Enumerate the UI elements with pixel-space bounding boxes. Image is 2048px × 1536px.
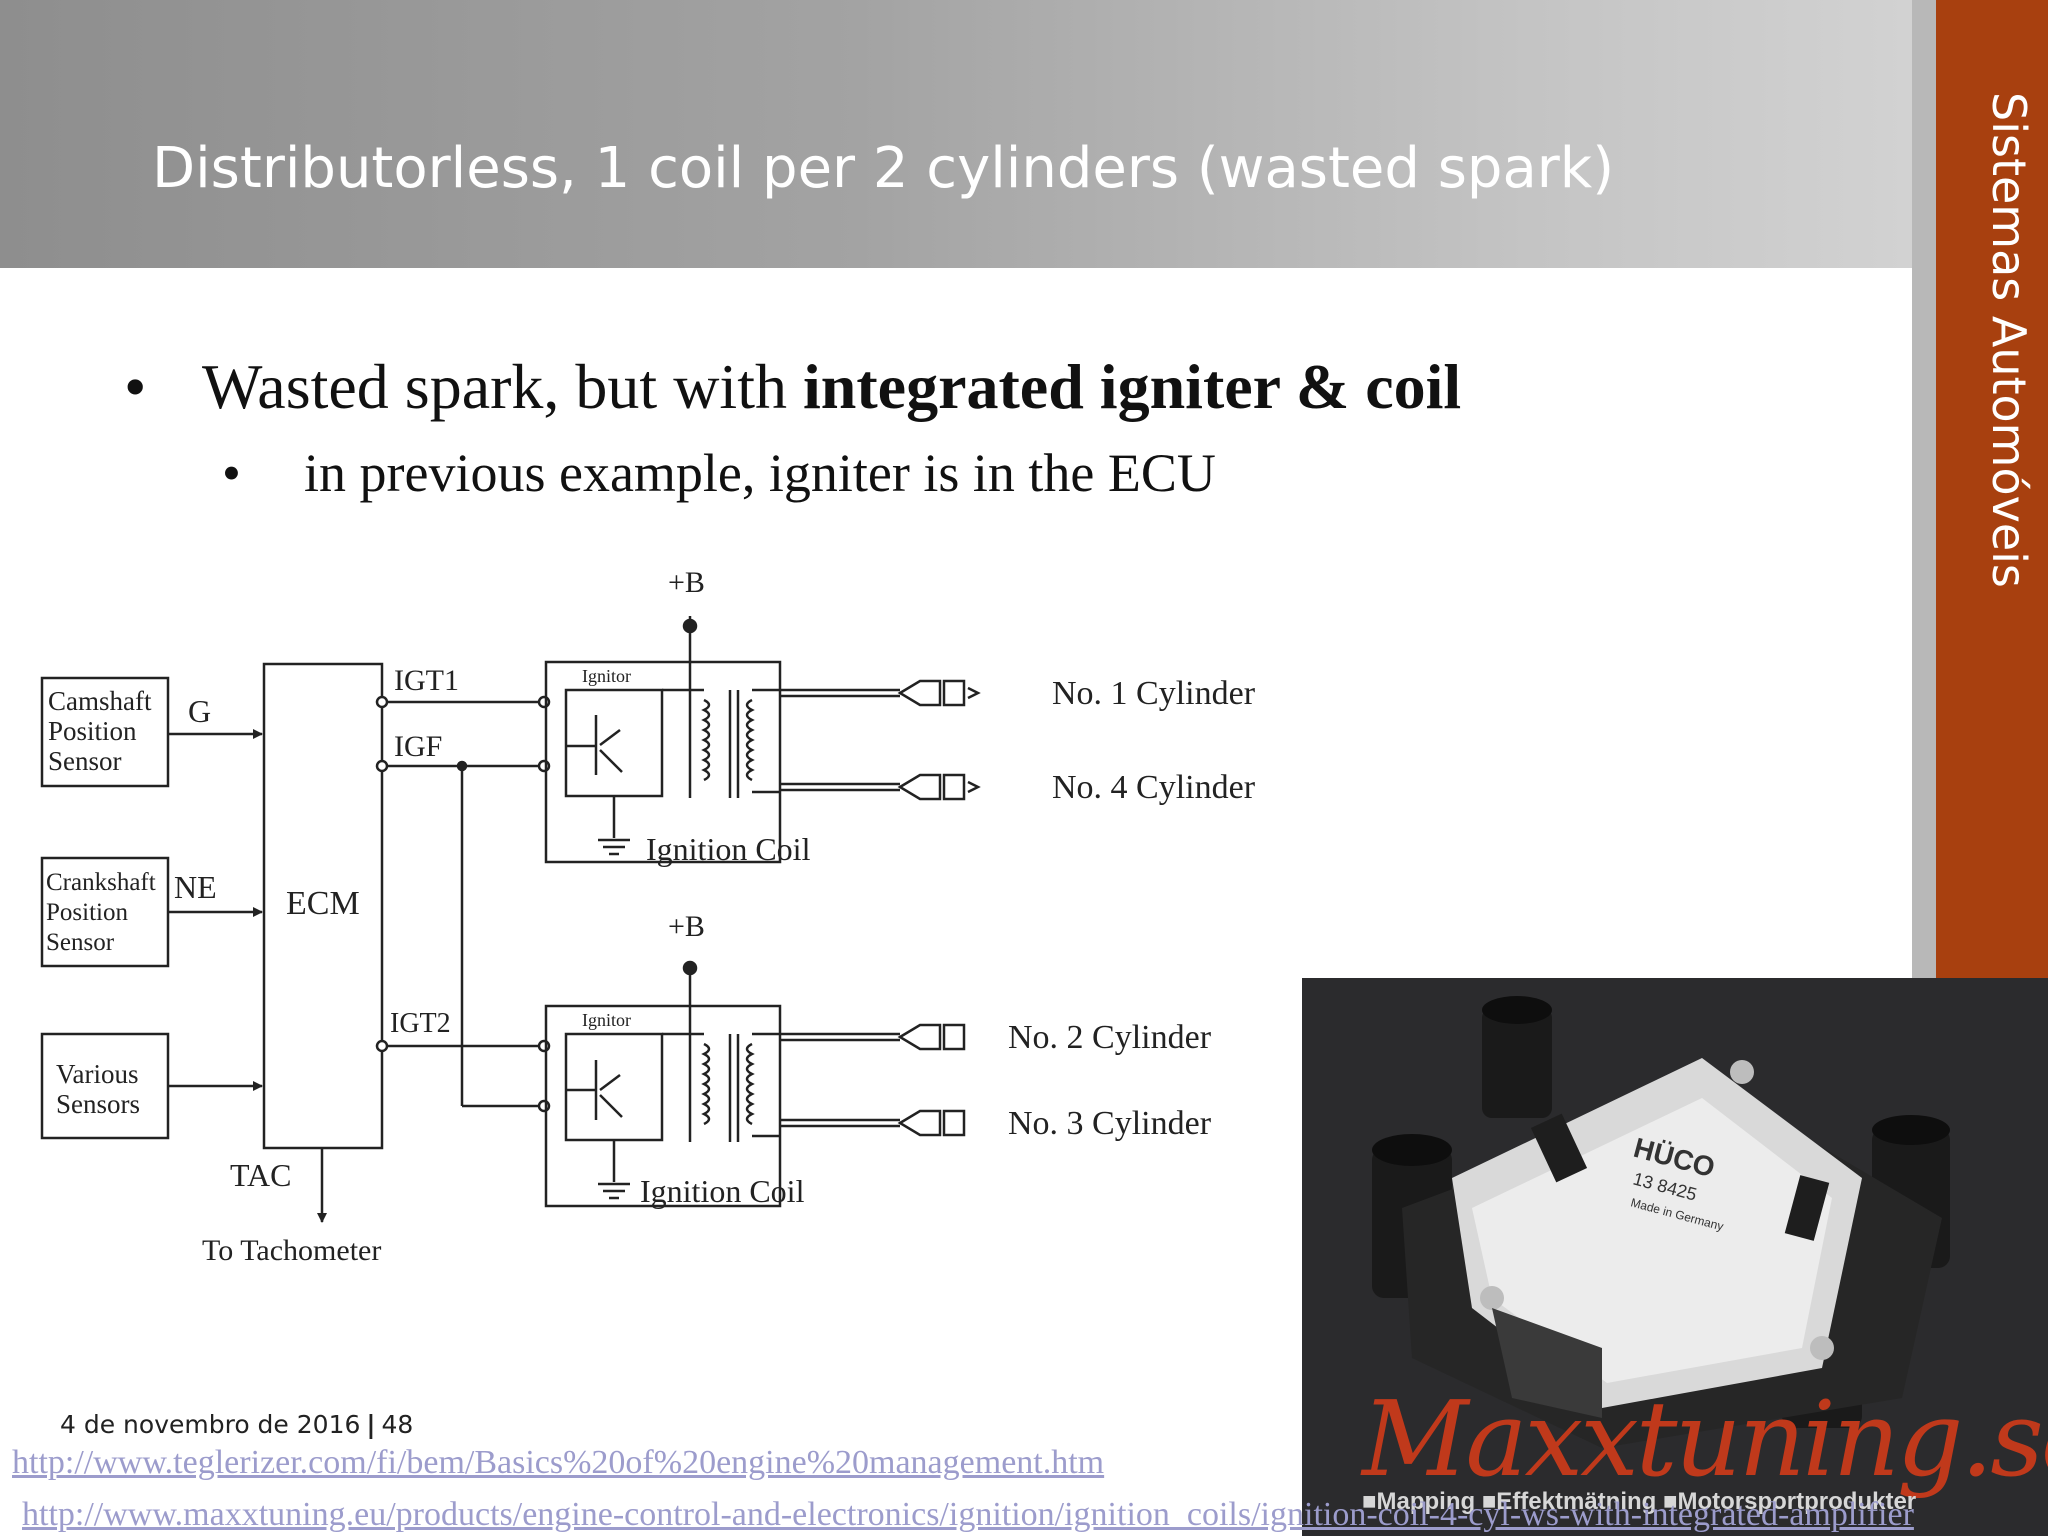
cylinder-3-label: No. 3 Cylinder [1008, 1105, 1212, 1142]
igt2-label: IGT2 [390, 1008, 451, 1039]
camshaft-label-2: Position [48, 716, 137, 746]
sidebar-course-name: Sistemas Automóveis [1982, 92, 2036, 588]
igf-label: IGF [394, 730, 442, 763]
ignition-coil-photo: HÜCO 13 8425 Made in Germany Maxxtuning.… [1302, 978, 2048, 1536]
ignition-circuit-diagram: Camshaft Position Sensor Crankshaft Posi… [40, 566, 1256, 1267]
g-signal-label: G [188, 693, 211, 729]
page-number: 48 [381, 1410, 414, 1439]
plus-b-top: +B [668, 566, 705, 599]
ignition-module-top: Ignitor Ignition Coil [544, 616, 811, 867]
bullet-sub-text: in previous example, igniter is in the E… [304, 443, 1216, 503]
bullet-main-text: Wasted spark, but with [202, 351, 803, 422]
title-bar: Distributorless, 1 coil per 2 cylinders … [0, 0, 1912, 268]
source-link-teglerizer[interactable]: http://www.teglerizer.com/fi/bem/Basics%… [12, 1444, 1105, 1481]
igt1-label: IGT1 [394, 664, 459, 697]
footer-separator: | [366, 1410, 376, 1439]
plus-b-bottom: +B [668, 910, 705, 943]
cylinder-2-label: No. 2 Cylinder [1008, 1019, 1212, 1056]
camshaft-label-1: Camshaft [48, 686, 152, 716]
footer-date-page: 4 de novembro de 2016|48 [60, 1410, 413, 1439]
coil-top-label: Ignition Coil [646, 831, 811, 867]
various-sensors-box: Various Sensors [40, 1032, 170, 1140]
ignition-module-bottom: Ignitor Ignition Coil [544, 960, 805, 1209]
ignitor-top-label: Ignitor [582, 666, 631, 686]
coil-bottom-label: Ignition Coil [640, 1173, 805, 1209]
ignitor-bottom-label: Ignitor [582, 1010, 631, 1030]
crankshaft-sensor-box: Crankshaft Position Sensor [40, 856, 170, 968]
source-link-maxxtuning[interactable]: http://www.maxxtuning.eu/products/engine… [22, 1496, 1914, 1533]
watermark-tagline: ■Mapping ■Effektmätning ■Motorsportprodu… [1362, 1488, 1917, 1515]
tac-label: TAC [230, 1157, 291, 1193]
crankshaft-label-3: Sensor [46, 929, 115, 956]
camshaft-sensor-box: Camshaft Position Sensor [40, 676, 170, 788]
watermark-logo: Maxxtuning.se [1362, 1378, 2048, 1500]
bullet-sub: • in previous example, igniter is in the … [222, 442, 1216, 504]
crankshaft-label-2: Position [46, 899, 128, 926]
ecm-label: ECM [286, 885, 360, 922]
coil-pack-illustration: HÜCO 13 8425 Made in Germany [1372, 996, 1950, 1448]
various-label-1: Various [56, 1059, 139, 1089]
crankshaft-label-1: Crankshaft [46, 869, 156, 896]
bullet-dot: • [124, 351, 147, 422]
cylinder-4-label: No. 4 Cylinder [1052, 769, 1256, 806]
ne-signal-label: NE [174, 869, 217, 905]
slide-title: Distributorless, 1 coil per 2 cylinders … [152, 136, 1615, 201]
bullet-main: • Wasted spark, but with integrated ignit… [124, 350, 1461, 424]
cylinder-1-label: No. 1 Cylinder [1052, 675, 1256, 712]
sidebar-band: Sistemas Automóveis [1936, 0, 2048, 980]
bullet-main-bold: integrated igniter & coil [802, 351, 1462, 422]
various-label-2: Sensors [56, 1089, 140, 1119]
to-tachometer-label: To Tachometer [202, 1234, 381, 1267]
bullet-sub-dot: • [222, 443, 241, 503]
camshaft-label-3: Sensor [48, 746, 122, 776]
footer-date: 4 de novembro de 2016 [60, 1410, 361, 1439]
